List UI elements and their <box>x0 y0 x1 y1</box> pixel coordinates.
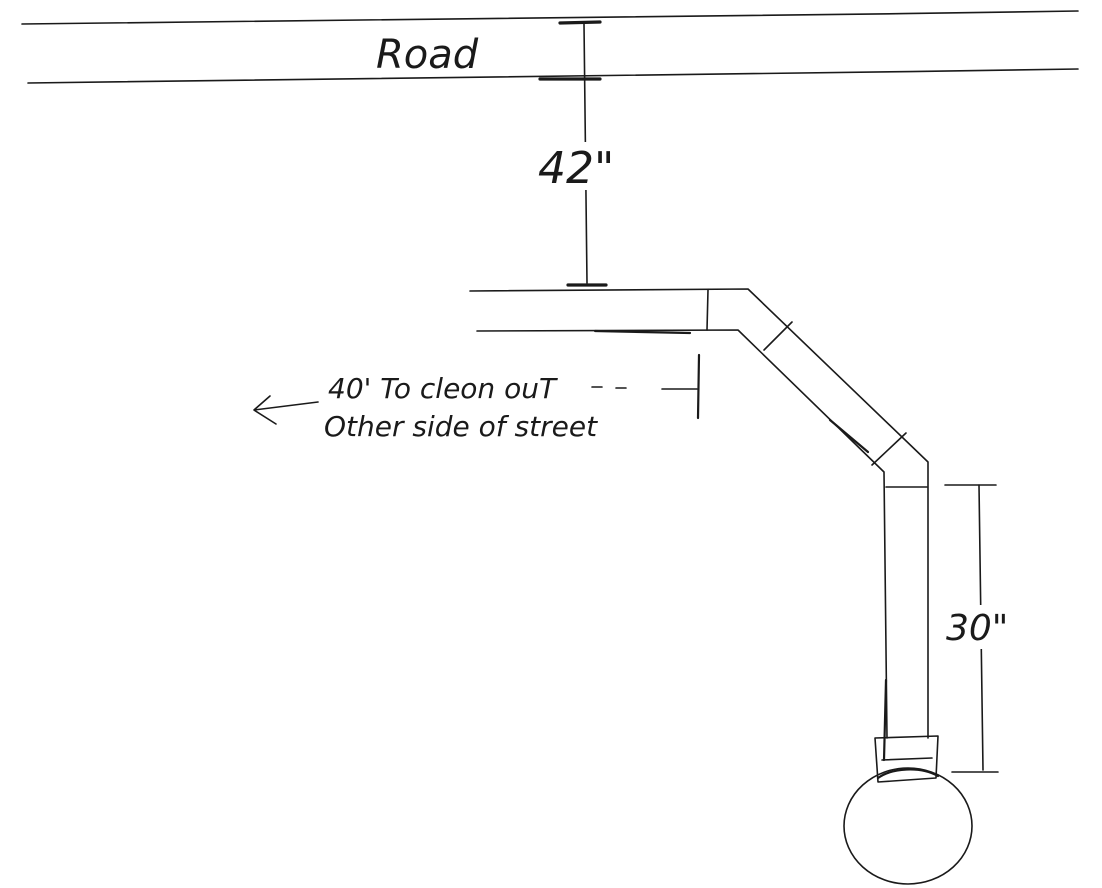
sewer-main <box>843 767 973 885</box>
cleanout-note-line-2: Other side of street <box>324 410 598 443</box>
pipe-fitting <box>874 735 939 783</box>
sewer-main-circle <box>843 767 973 885</box>
road: Road <box>21 10 1079 84</box>
road-label: Road <box>376 32 479 78</box>
drop-label: 30" <box>946 608 1008 649</box>
depth-label-bg <box>548 142 624 190</box>
road-top-mark <box>558 20 602 25</box>
cleanout-note: 40' To cleon ouT Other side of street <box>253 353 701 443</box>
pipe-joint-2 <box>763 321 793 351</box>
sewer-pipe <box>469 288 929 762</box>
drop-label-bg <box>950 605 1016 649</box>
pipe-bottom-mark <box>593 329 692 335</box>
depth-label: 42" <box>538 143 614 194</box>
sewer-main-inlet <box>876 768 940 780</box>
pipe-sketch-stroke-1 <box>828 418 870 454</box>
cleanout-note-line-1: 40' To cleon ouT <box>328 372 558 405</box>
pipe-top-wall <box>469 288 929 739</box>
cleanout-leader-tick <box>696 353 701 420</box>
pipe-sketch-stroke-2 <box>882 678 888 762</box>
road-bottom-edge <box>27 68 1079 84</box>
pipe-joint-3 <box>871 432 907 466</box>
depth-dimension: 42" <box>538 23 624 287</box>
road-top-edge <box>21 10 1079 25</box>
pipe-joint-1 <box>706 289 709 331</box>
fitting-outline <box>874 735 939 783</box>
left-arrow-icon <box>253 395 319 425</box>
fitting-inner-line <box>881 757 933 761</box>
drop-dimension: 30" <box>944 484 1016 773</box>
